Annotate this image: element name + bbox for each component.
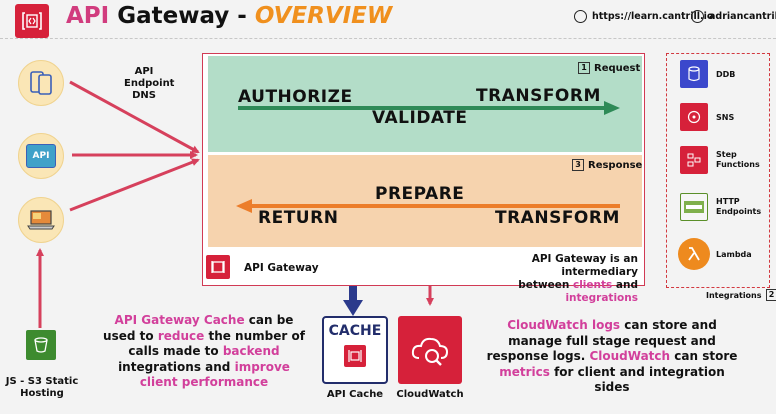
- response-band: [208, 155, 642, 247]
- cloudwatch-label: CloudWatch: [396, 389, 464, 400]
- service-label-ddb: DDB: [716, 70, 736, 79]
- s3-bucket-icon: [26, 330, 56, 360]
- twitter-handle: adriancantrill: [709, 11, 776, 22]
- page-title: API Gateway - OVERVIEW: [66, 3, 392, 29]
- cw-note-span-3: CloudWatch: [589, 349, 671, 363]
- title-part-api: API: [66, 3, 110, 29]
- cache-note-span-1: API Gateway Cache: [114, 313, 245, 327]
- api-gateway-name: API Gateway: [244, 262, 319, 274]
- desc-between: between: [518, 279, 570, 291]
- cloudwatch-note: CloudWatch logs can store and manage ful…: [484, 318, 740, 396]
- http-endpoints-icon: [680, 193, 708, 221]
- endpoint-dns-label: API Endpoint DNS: [124, 66, 175, 102]
- service-label-sns: SNS: [716, 113, 735, 122]
- api-cache-label: API Cache: [326, 389, 384, 400]
- endpoint-label-line2: Endpoint: [124, 78, 175, 89]
- cw-note-span-5: metrics: [499, 364, 550, 379]
- cw-note-span-6: for client and integration sides: [554, 364, 725, 395]
- dynamodb-icon: [680, 60, 708, 88]
- cache-box-text: CACHE: [328, 323, 382, 339]
- integrations-box: [666, 53, 770, 288]
- cache-note: API Gateway Cache can be used to reduce …: [98, 313, 310, 391]
- cw-note-span-1: CloudWatch logs: [507, 318, 621, 332]
- desc-integrations: integrations: [565, 292, 638, 304]
- desc-and: and: [615, 279, 638, 291]
- twitter-icon: [691, 10, 704, 23]
- endpoint-label-line1: API: [134, 66, 154, 77]
- response-flow-arrowhead: [236, 199, 252, 213]
- transform-response-step: TRANSFORM: [495, 208, 620, 228]
- service-label-step-functions: Step Functions: [716, 150, 760, 169]
- cache-note-span-5: backend: [222, 344, 280, 358]
- request-text: Request: [594, 62, 641, 74]
- mobile-client-icon: [18, 60, 64, 106]
- cw-note-span-4: can store: [674, 349, 738, 363]
- arrow-phone-to-gateway: [69, 80, 200, 154]
- flow-arrows: [236, 101, 620, 213]
- integrations-text: Integrations: [706, 290, 762, 300]
- response-num-badge: 3: [572, 159, 584, 171]
- laptop-client-icon: [18, 197, 64, 243]
- response-stage-label: 3 Response: [572, 159, 642, 171]
- request-flow-arrowhead: [604, 101, 620, 115]
- website-text: https://learn.cantrill.io: [592, 11, 714, 22]
- api-cache-icon: CACHE: [322, 316, 388, 384]
- prepare-step: PREPARE: [375, 184, 465, 204]
- transform-request-step: TRANSFORM: [476, 86, 601, 106]
- integrations-label: Integrations 2: [706, 289, 776, 301]
- cache-note-span-6: integrations and: [118, 359, 231, 374]
- request-stage-label: 1 Request: [578, 62, 640, 74]
- endpoint-label-line3: DNS: [132, 90, 156, 101]
- twitter-link[interactable]: adriancantrill: [691, 10, 776, 23]
- authorize-step: AUTHORIZE: [238, 87, 353, 107]
- request-band: [208, 56, 642, 152]
- service-label-http-endpoints: HTTP Endpoints: [716, 197, 762, 216]
- integrations-num-badge: 2: [765, 289, 776, 301]
- api-gateway-logo-icon: [15, 4, 49, 38]
- cache-note-span-7: improve: [234, 359, 290, 374]
- title-part-gateway: Gateway -: [117, 3, 247, 29]
- link-icon: [574, 10, 587, 23]
- return-step: RETURN: [258, 208, 339, 228]
- sns-icon: [680, 103, 708, 131]
- api-client-text: API: [32, 151, 50, 161]
- cloudwatch-icon: [398, 316, 462, 384]
- gateway-desc-line2: between clients and integrations: [476, 279, 638, 305]
- desc-clients: clients: [572, 279, 613, 291]
- response-text: Response: [588, 159, 643, 171]
- service-label-lambda: Lambda: [716, 250, 752, 259]
- lambda-icon: [678, 238, 710, 270]
- s3-label-line1: JS - S3 Static: [5, 376, 79, 387]
- cw-note-span-2: can store and manage full stage request …: [486, 318, 717, 363]
- api-client-icon: API: [18, 133, 64, 179]
- arrow-laptop-to-gateway: [69, 158, 200, 212]
- s3-label-line2: Hosting: [20, 388, 64, 399]
- header-divider: [0, 38, 776, 39]
- cache-gateway-mini-icon: [344, 345, 366, 367]
- s3-hosting-label: JS - S3 Static Hosting: [4, 376, 80, 400]
- api-gateway-small-icon: [206, 255, 230, 279]
- website-link[interactable]: https://learn.cantrill.io: [574, 10, 713, 23]
- cache-note-span-8: client performance: [139, 375, 269, 389]
- cache-note-span-3: reduce: [157, 328, 205, 343]
- validate-step: VALIDATE: [372, 108, 468, 128]
- title-part-overview: OVERVIEW: [254, 3, 393, 29]
- gateway-description: API Gateway is an intermediary between c…: [476, 253, 638, 305]
- cache-note-span-2: can be used to: [103, 313, 294, 343]
- request-num-badge: 1: [578, 62, 590, 74]
- cache-note-span-4: the number of calls made to: [128, 328, 305, 359]
- gateway-desc-line1: API Gateway is an intermediary: [531, 253, 638, 278]
- step-functions-icon: [680, 146, 708, 174]
